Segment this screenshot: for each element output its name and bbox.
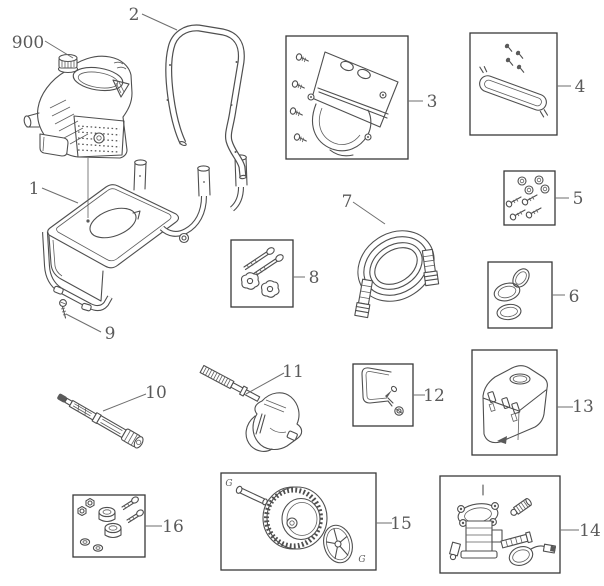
frame-post-mid	[197, 165, 211, 197]
grease-mark-hub: G	[358, 555, 365, 565]
handle-knobs	[240, 272, 280, 298]
bushings	[98, 506, 122, 539]
hook-bracket	[361, 367, 394, 407]
frame-screw-illustration	[59, 299, 67, 319]
callout-label-8: 8	[309, 268, 320, 288]
bracket-screws	[504, 43, 525, 73]
callout-label-2: 2	[129, 5, 140, 25]
hook-screw	[385, 385, 398, 398]
callout-label-9: 9	[105, 324, 116, 344]
fuel-cap	[57, 53, 79, 74]
callout-label-15: 15	[390, 514, 412, 534]
kit-box-6-border	[487, 261, 553, 329]
cap-with-lid	[493, 268, 530, 302]
callout-label-12: 12	[423, 386, 445, 406]
cover-panel	[307, 51, 399, 157]
frame-post-left	[133, 159, 147, 191]
kit-box-16	[72, 494, 146, 558]
kit-box-4	[469, 32, 558, 136]
kit-box-13	[471, 349, 558, 456]
callout-label-5: 5	[573, 189, 584, 209]
leader-lines	[41, 13, 579, 531]
kit-box-12	[352, 363, 414, 427]
lock-nuts	[77, 497, 95, 517]
callout-label-4: 4	[575, 77, 586, 97]
callout-label-16: 16	[162, 517, 184, 537]
spray-gun-illustration	[199, 364, 303, 452]
o-ring	[496, 303, 522, 321]
tank-clips	[487, 391, 521, 422]
callout-label-11: 11	[282, 362, 304, 382]
kit-box-5	[503, 170, 556, 226]
wand-illustration	[57, 393, 144, 449]
thermal-relief-nozzle	[510, 497, 532, 516]
kit-box-3	[285, 35, 409, 160]
axle-pin	[235, 485, 271, 506]
hubcap	[323, 524, 353, 564]
kit-box-14	[439, 475, 561, 574]
callout-labels: 900 1 2 3 4 5 6 7 8 9 10 11 12 13 14 15 …	[12, 5, 601, 565]
callout-label-7: 7	[342, 192, 353, 212]
grease-mark-axle: G	[225, 479, 232, 489]
washers	[517, 175, 550, 195]
flat-washers	[79, 538, 104, 552]
detergent-tank	[482, 365, 548, 444]
wheel	[262, 486, 328, 550]
callout-label-14: 14	[579, 521, 601, 541]
kit-box-8-border	[230, 239, 294, 308]
pump-assembly	[449, 484, 556, 566]
callout-label-3: 3	[427, 92, 438, 112]
frame-illustration	[42, 154, 248, 312]
kit-box-8	[230, 239, 294, 308]
axle-bolts	[121, 496, 144, 524]
hook-nut	[394, 406, 404, 416]
kit-box-14-border	[439, 475, 561, 574]
kit-box-15	[220, 472, 377, 571]
bolts	[505, 194, 542, 221]
handle-illustration	[165, 24, 247, 180]
callout-label-13: 13	[572, 397, 594, 417]
handle-bolts	[243, 247, 284, 278]
cover-screws	[289, 53, 309, 143]
hose-fitting-right	[421, 248, 440, 287]
support-bracket	[479, 66, 549, 118]
kit-box-6	[487, 261, 553, 329]
hose-fitting-left	[354, 278, 374, 319]
callout-label-6: 6	[569, 287, 580, 307]
hose-illustration	[354, 230, 440, 319]
callout-label-1: 1	[29, 179, 40, 199]
engine-illustration	[23, 53, 133, 159]
callout-label-10: 10	[145, 383, 167, 403]
frame-post-right	[229, 154, 248, 212]
callout-label-900: 900	[12, 33, 44, 53]
